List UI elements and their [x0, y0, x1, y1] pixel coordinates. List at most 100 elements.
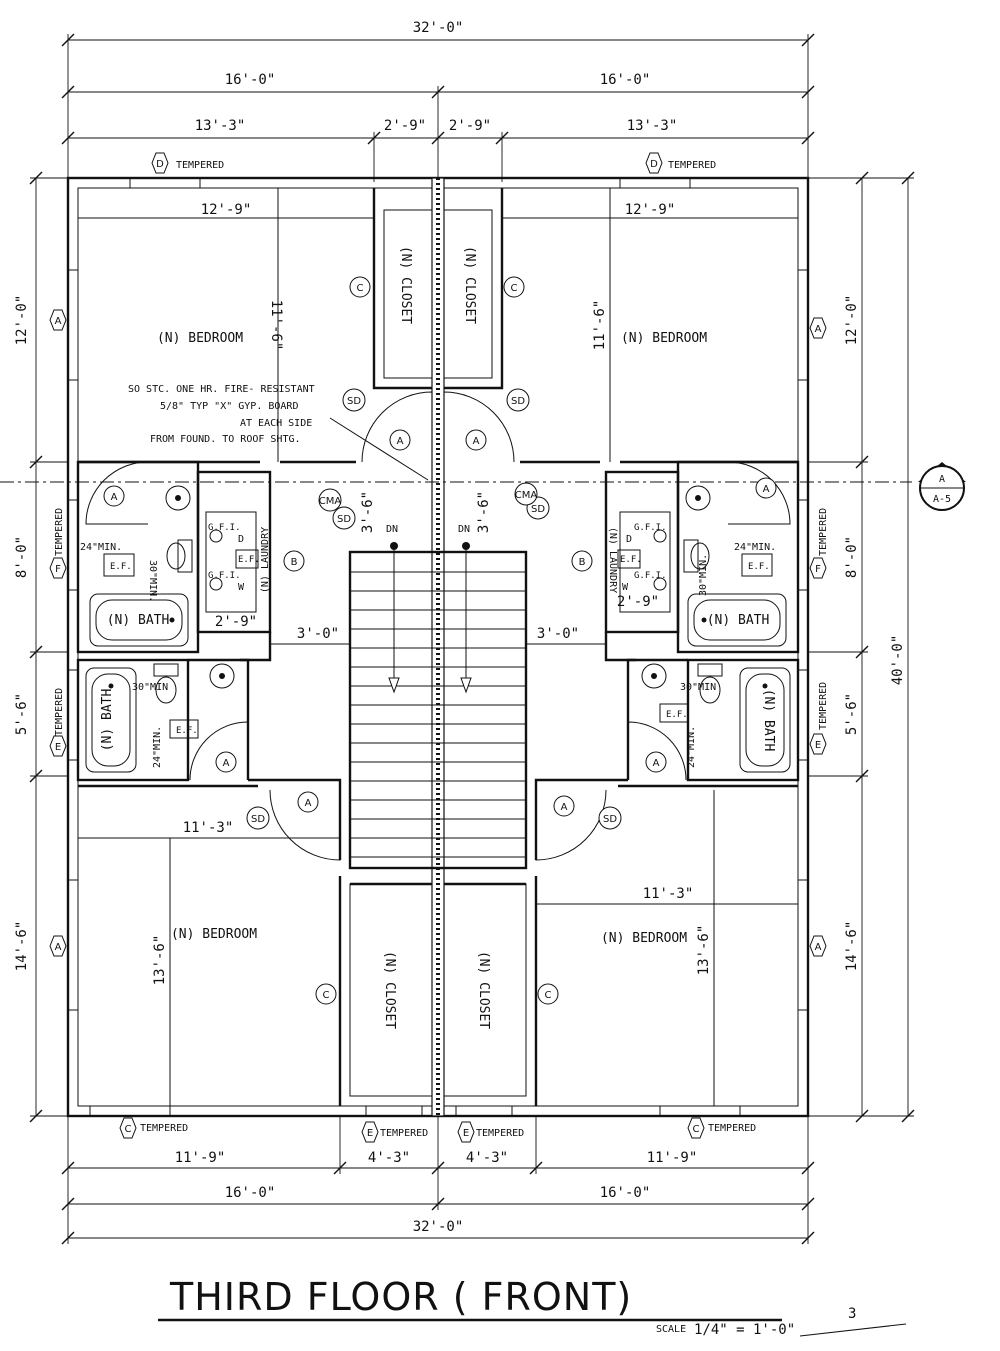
tempered-s-right: TEMPERED [708, 1123, 756, 1134]
laundry-machines-left [205, 511, 257, 613]
dim-bot-4-3-left: 4'-3" [368, 1150, 410, 1166]
callout-circle-sd [342, 388, 366, 412]
window-tag-a [809, 935, 827, 957]
callout-circle-cma [318, 488, 342, 512]
dim-bed-ne-width: 12'-9" [625, 202, 676, 218]
dim-laundry-left: 2'-9" [215, 614, 257, 630]
room-labels: (N) BEDROOM (N) BEDROOM (N) BEDROOM (N) … [100, 246, 776, 1029]
clear-24-se: 24"MIN. [686, 726, 697, 768]
callout-circle-c [503, 276, 525, 298]
window-south-right [659, 1105, 741, 1117]
callout-circle-b [571, 550, 593, 572]
label-closet-se: (N) CLOSET [476, 951, 491, 1029]
tempered-w-lower: TEMPERED [54, 688, 65, 736]
dim-left-14-6: 14'-6" [14, 921, 30, 972]
callout-text-a: A [305, 798, 312, 809]
tempered-s-cr: TEMPERED [476, 1128, 524, 1139]
label-bedroom-ne: (N) BEDROOM [621, 331, 707, 346]
callout-text-sd: SD [531, 504, 545, 515]
section-marker-a: A [939, 474, 945, 485]
label-bedroom-nw: (N) BEDROOM [157, 331, 243, 346]
note-line-2: 5/8" TYP "X" GYP. BOARD [160, 401, 298, 412]
label-bath-sw: (N) BATH [100, 689, 115, 752]
dim-bot-half-right: 16'-0" [600, 1185, 651, 1201]
dim-overall-top: 32'-0" [413, 20, 464, 36]
dim-bed-nw-width: 12'-9" [201, 202, 252, 218]
dim-left-5-6: 5'-6" [14, 693, 30, 735]
clear-30-se: 30"MIN [680, 682, 716, 693]
window-tag-c [687, 1117, 705, 1139]
label-ef-nw: E.F. [110, 562, 132, 572]
dim-left-8: 8'-0" [14, 536, 30, 578]
window-tag-c [119, 1117, 137, 1139]
label-bath-nw: (N) BATH [107, 613, 170, 628]
tempered-e-lower: TEMPERED [818, 682, 829, 730]
tempered-n-left: TEMPERED [176, 160, 224, 171]
dim-laundry-right: 2'-9" [617, 594, 659, 610]
window-tag-text-a: A [55, 316, 62, 327]
label-bedroom-sw: (N) BEDROOM [171, 927, 257, 942]
callout-circle-a [755, 477, 777, 499]
fire-wall-note: SO STC. ONE HR. FIRE- RESISTANT 5/8" TYP… [128, 384, 429, 481]
note-line-1: SO STC. ONE HR. FIRE- RESISTANT [128, 384, 315, 395]
sink-nw [165, 485, 191, 511]
label-washer-left: W [238, 582, 245, 593]
label-closet-nw: (N) CLOSET [398, 246, 413, 324]
callout-circle-c [349, 276, 371, 298]
clear-24-sw: 24"MIN. [152, 726, 163, 768]
label-gfi-l1: G.F.I. [208, 523, 241, 533]
window-tag-f [49, 557, 67, 579]
window-west-bedroom2 [67, 879, 79, 1011]
tempered-e-upper: TEMPERED [818, 508, 829, 556]
callout-circle-cma [514, 482, 538, 506]
window-east-bedroom [797, 269, 809, 381]
label-bedroom-se: (N) BEDROOM [601, 931, 687, 946]
callout-text-b: B [291, 557, 298, 568]
label-ef-laundry-r: E.F. [620, 555, 642, 565]
window-east-bedroom2 [797, 879, 809, 1011]
window-tag-text-c: C [693, 1124, 700, 1135]
window-tag-text-f: F [815, 564, 821, 575]
window-tag-e [361, 1121, 379, 1143]
bathtub-nw [89, 593, 189, 647]
window-tag-e [809, 733, 827, 755]
label-dn-right: DN [458, 524, 470, 535]
dim-bot-11-9-right: 11'-9" [647, 1150, 698, 1166]
window-tag-text-a: A [815, 324, 822, 335]
window-tag-text-f: F [55, 564, 61, 575]
dim-13-3-right: 13'-3" [627, 118, 678, 134]
dim-2-9-right: 2'-9" [449, 118, 491, 134]
dim-bed-se-depth: 13'-6" [696, 925, 712, 976]
label-dryer-left: D [238, 534, 244, 545]
dim-left-12: 12'-0" [14, 295, 30, 346]
dim-half-right-top: 16'-0" [600, 72, 651, 88]
callout-circle-b [283, 550, 305, 572]
clear-30-nw: 30"MIN. [147, 560, 158, 602]
fire-wall [431, 177, 445, 1117]
label-gfi-r2: G.F.I. [634, 571, 667, 581]
bathtub-se [739, 667, 791, 773]
dim-right-5-6: 5'-6" [844, 693, 860, 735]
window-tag-a [49, 935, 67, 957]
label-bath-se: (N) BATH [761, 689, 776, 752]
dim-bed-nw-depth: 11'-6" [268, 300, 284, 351]
window-tag-d [151, 152, 169, 174]
dim-bed-sw-depth: 13'-6" [152, 935, 168, 986]
window-east-bath [797, 499, 809, 591]
clear-24-nw: 24"MIN. [80, 542, 122, 553]
callout-text-a: A [473, 436, 480, 447]
window-tag-text-d: D [650, 159, 658, 170]
title-block: THIRD FLOOR ( FRONT) SCALE 1/4" = 1'-0" … [158, 1275, 907, 1338]
toilet-sw [155, 676, 177, 704]
sink-ne [685, 485, 711, 511]
label-ef-laundry-l: E.F. [238, 555, 260, 565]
callout-text-c: C [357, 283, 364, 294]
toilet-ne [690, 542, 710, 570]
callout-circle-a [215, 751, 237, 773]
window-west-bath2 [67, 669, 79, 761]
fixtures [85, 485, 791, 773]
note-line-3: AT EACH SIDE [240, 418, 312, 429]
dim-right-14-6: 14'-6" [844, 921, 860, 972]
